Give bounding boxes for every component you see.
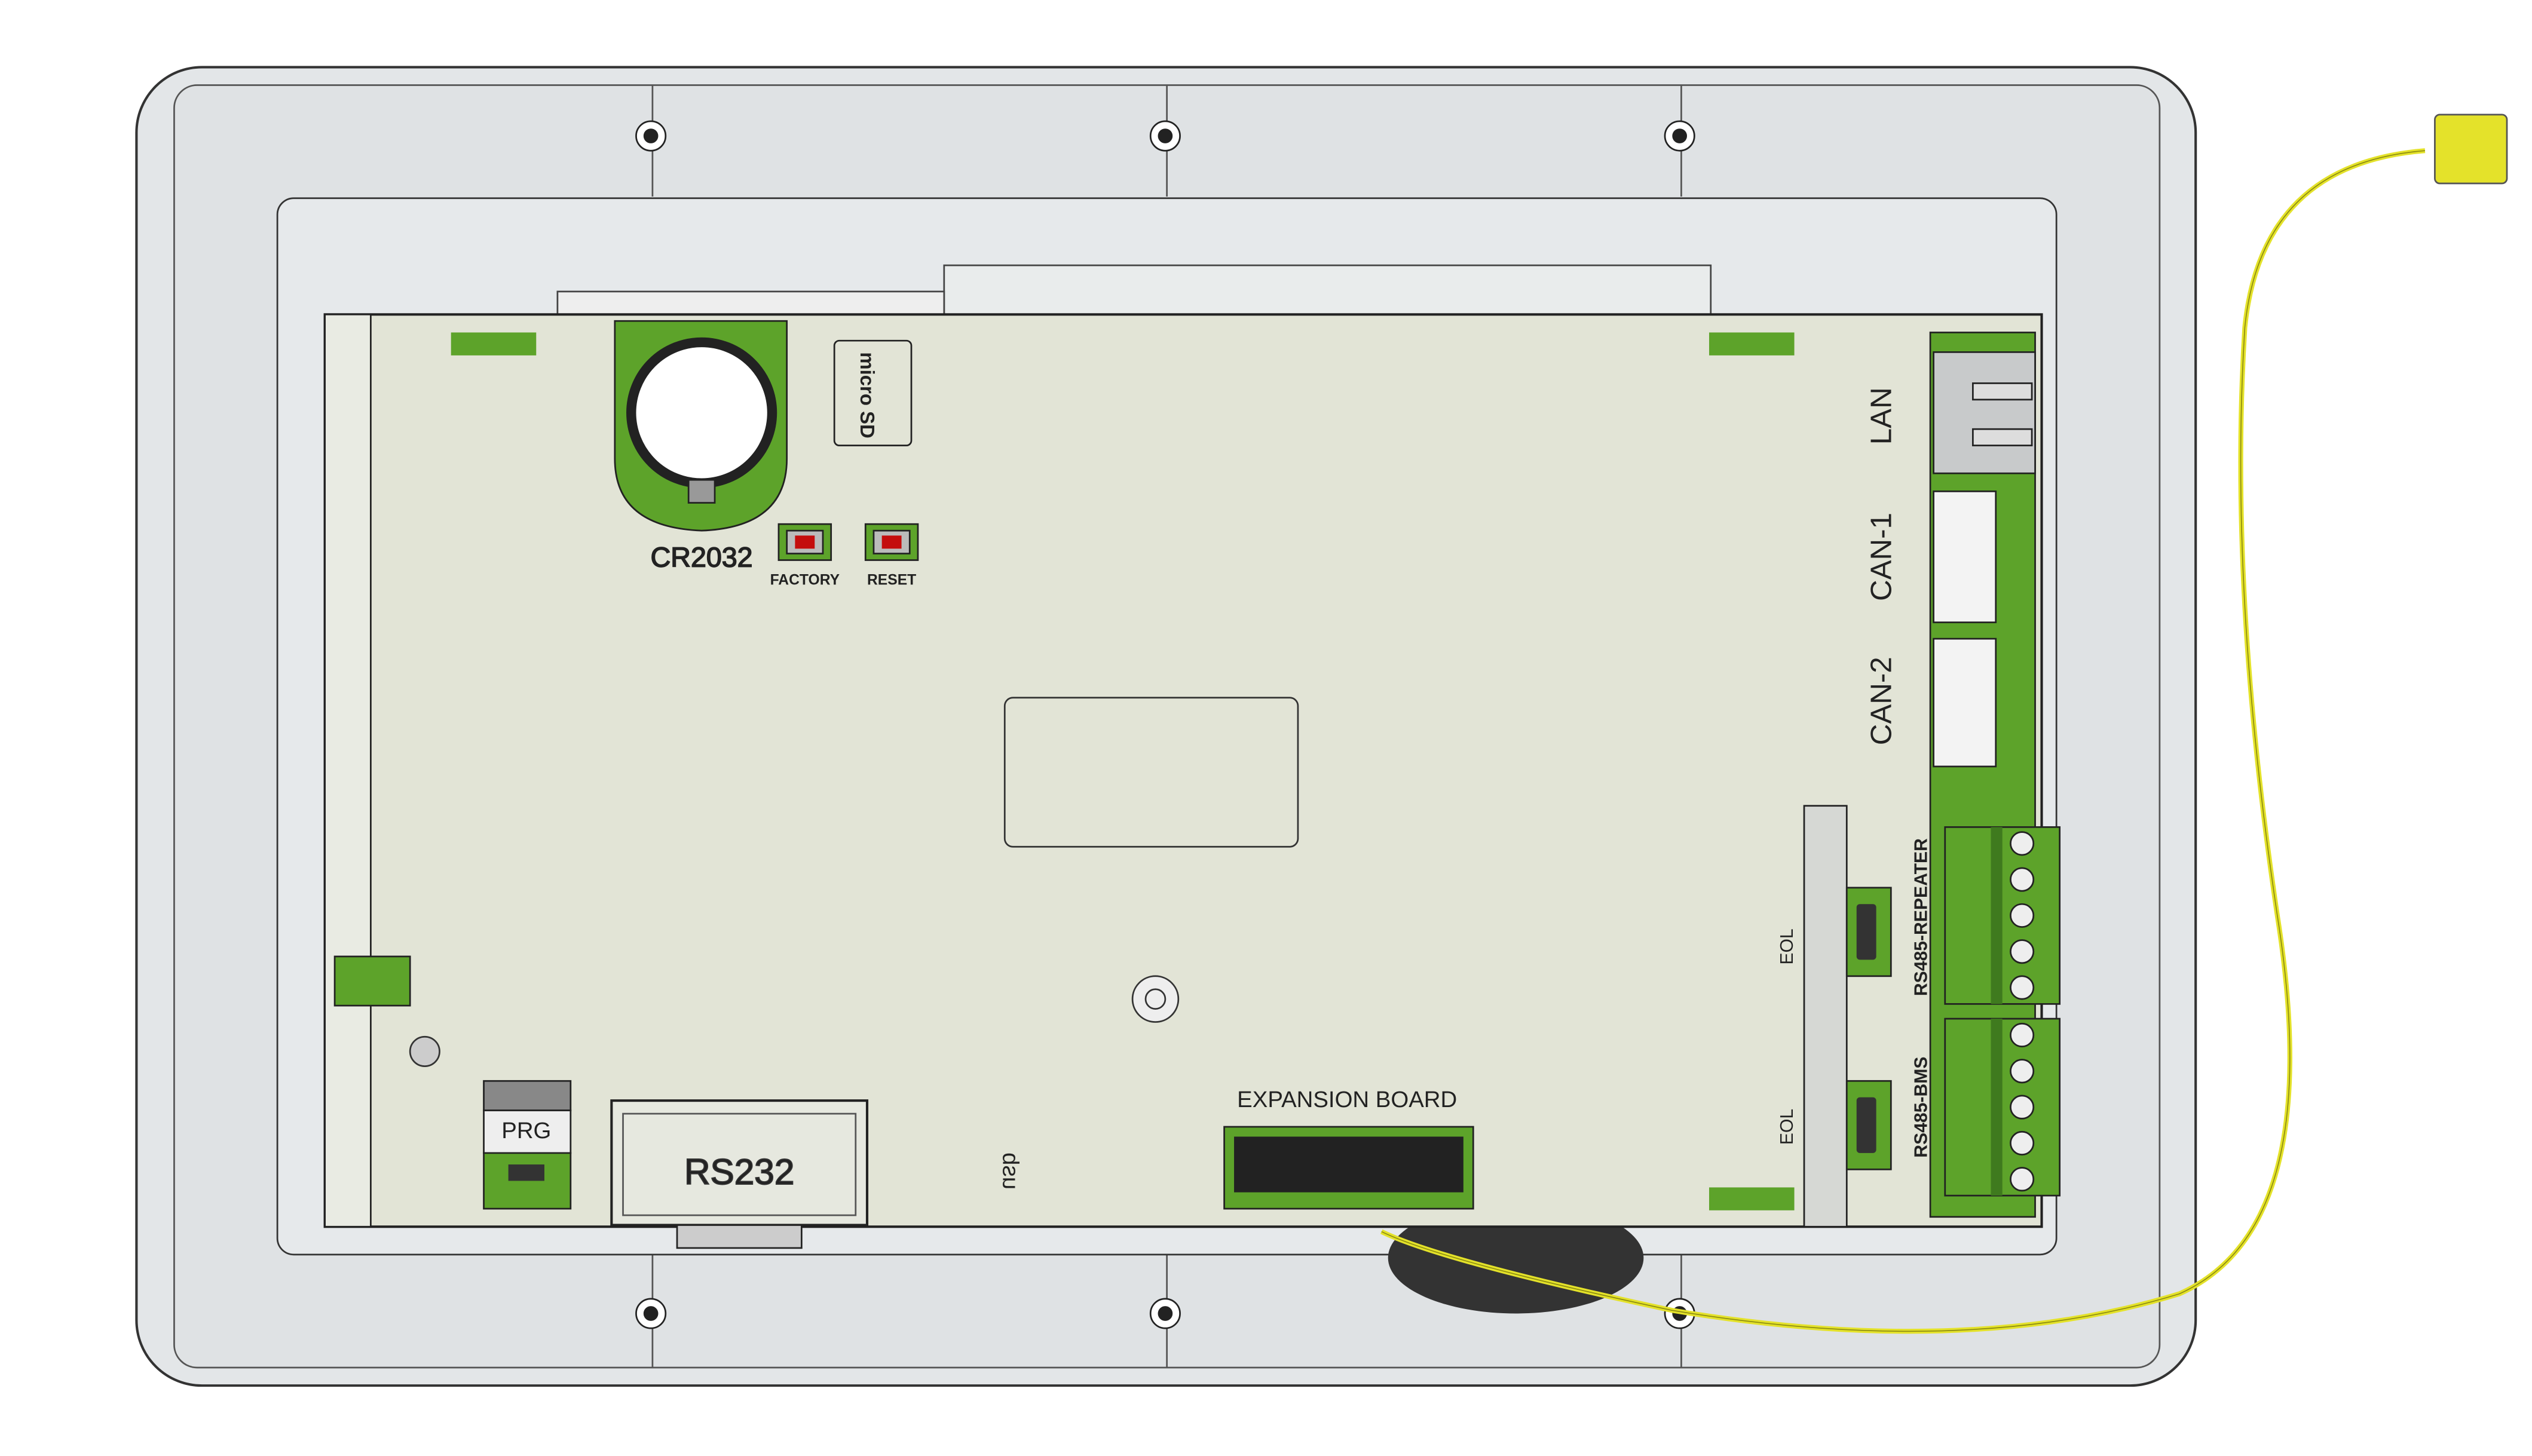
left-clip — [333, 955, 411, 1007]
battery-cr2032 — [626, 337, 777, 488]
can1-label: CAN-1 — [1864, 513, 1897, 601]
cable-connector[interactable] — [2434, 114, 2508, 185]
battery-label: CR2032 — [651, 541, 753, 572]
tab-green — [1709, 332, 1795, 355]
screw-icon — [635, 120, 667, 152]
can1-port[interactable] — [1933, 491, 1997, 624]
battery-latch — [687, 479, 716, 504]
tab-green — [451, 332, 537, 355]
left-rail — [324, 313, 372, 1228]
main-board — [323, 313, 2043, 1228]
reset-label: RESET — [867, 572, 916, 588]
screw-icon — [1149, 1298, 1181, 1329]
screw-icon — [635, 1298, 667, 1329]
microsd-slot[interactable] — [833, 339, 913, 446]
rs485-repeater-label: RS485-REPEATER — [1912, 838, 1931, 996]
screw-icon — [1664, 120, 1695, 152]
label-area — [1003, 697, 1299, 848]
eol-label-1: EOL — [1777, 928, 1797, 964]
tab-green — [1709, 1187, 1795, 1210]
can2-label: CAN-2 — [1864, 657, 1897, 745]
housing-screws — [635, 120, 1695, 1329]
rs485-repeater-terminal[interactable] — [1944, 826, 2061, 1005]
lan-port[interactable] — [1933, 351, 2036, 474]
top-strip — [943, 264, 1712, 315]
eol-label-2: EOL — [1777, 1109, 1797, 1145]
eol-jumper-bms[interactable] — [1845, 1080, 1892, 1170]
expansion-label: EXPANSION BOARD — [1237, 1087, 1457, 1112]
usb-label: usb — [998, 1152, 1024, 1190]
rs485-bms-terminal[interactable] — [1944, 1017, 2061, 1197]
rs232-label: RS232 — [684, 1151, 794, 1192]
eol-rail — [1803, 805, 1848, 1228]
led-indicator — [409, 1035, 440, 1067]
lan-label: LAN — [1864, 387, 1897, 445]
factory-label: FACTORY — [770, 572, 840, 588]
standoff-icon — [1131, 975, 1180, 1023]
prg-header — [483, 1080, 572, 1111]
screw-icon — [1149, 120, 1181, 152]
speaker — [1388, 1202, 1644, 1314]
factory-button[interactable] — [777, 523, 832, 561]
rs232-port[interactable] — [610, 1099, 869, 1227]
can2-port[interactable] — [1933, 637, 1997, 768]
top-bracket — [556, 290, 945, 315]
rs485-bms-label: RS485-BMS — [1912, 1057, 1931, 1158]
prg-label: PRG — [501, 1118, 551, 1144]
reset-button[interactable] — [864, 523, 919, 561]
microsd-logo: micro SD — [856, 352, 878, 438]
